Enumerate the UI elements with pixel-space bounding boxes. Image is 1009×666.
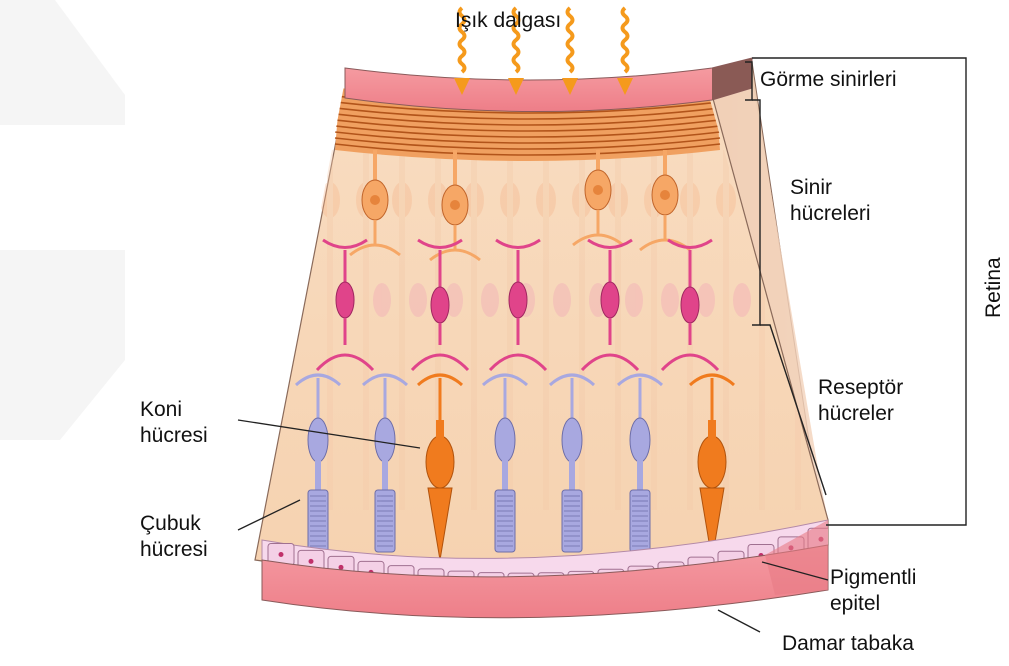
bg-fiber: [327, 150, 333, 510]
bipolar-cell: [509, 282, 527, 318]
bg-fiber: [471, 150, 477, 510]
label-cone-cell-1: Koni: [140, 398, 182, 421]
bg-cell: [553, 283, 571, 317]
bg-fiber: [543, 150, 549, 510]
label-nerve-cells-1: Sinir: [790, 176, 832, 199]
label-cone-cell-2: hücresi: [140, 424, 208, 447]
bipolar-cell: [681, 287, 699, 323]
bipolar-cell: [336, 282, 354, 318]
ganglion-nucleus: [660, 190, 670, 200]
cone-stalk: [708, 420, 716, 440]
label-pigment-epithelium-2: epitel: [830, 592, 880, 615]
bg-cell: [373, 283, 391, 317]
cone-stalk: [436, 420, 444, 440]
ganglion-nucleus: [370, 195, 380, 205]
bg-cell: [481, 283, 499, 317]
rod-inner-segment: [569, 460, 575, 490]
label-pigment-epithelium-1: Pigmentli: [830, 566, 916, 589]
bipolar-cell: [431, 287, 449, 323]
watermark: [0, 0, 125, 440]
rod-cell-body: [562, 418, 582, 462]
label-retina: Retina: [982, 257, 1005, 318]
ganglion-nucleus: [450, 200, 460, 210]
label-light-wave: Işık dalgası: [455, 9, 561, 32]
bg-fiber: [579, 150, 585, 510]
rod-inner-segment: [502, 460, 508, 490]
bg-fiber: [399, 150, 405, 510]
label-receptor-cells-1: Reseptör: [818, 376, 903, 399]
bg-cell: [805, 283, 823, 317]
rod-cell-body: [630, 418, 650, 462]
bg-cell: [409, 283, 427, 317]
light-wave-3: [568, 8, 573, 72]
ganglion-nucleus: [593, 185, 603, 195]
pigment-nucleus: [279, 552, 284, 557]
rod-inner-segment: [637, 460, 643, 490]
rod-cell-body: [375, 418, 395, 462]
bg-fiber: [615, 150, 621, 510]
label-receptor-cells-2: hücreler: [818, 402, 894, 425]
rod-inner-segment: [382, 460, 388, 490]
light-wave-4: [623, 8, 628, 72]
bg-cell: [733, 283, 751, 317]
cone-cell-body: [698, 436, 726, 488]
bg-cell: [625, 283, 643, 317]
rod-cell-body: [495, 418, 515, 462]
label-vascular-layer: Damar tabaka: [782, 632, 914, 655]
label-optic-nerves: Görme sinirleri: [760, 68, 897, 91]
rod-cell-body: [308, 418, 328, 462]
bipolar-cell: [601, 282, 619, 318]
rod-inner-segment: [315, 460, 321, 490]
pigment-nucleus: [339, 565, 344, 570]
cone-cell-body: [426, 436, 454, 488]
bg-cell: [661, 283, 679, 317]
label-rod-cell-1: Çubuk: [140, 512, 201, 535]
pigment-nucleus: [309, 559, 314, 564]
bg-cell: [697, 283, 715, 317]
label-rod-cell-2: hücresi: [140, 538, 208, 561]
label-nerve-cells-2: hücreleri: [790, 202, 871, 225]
